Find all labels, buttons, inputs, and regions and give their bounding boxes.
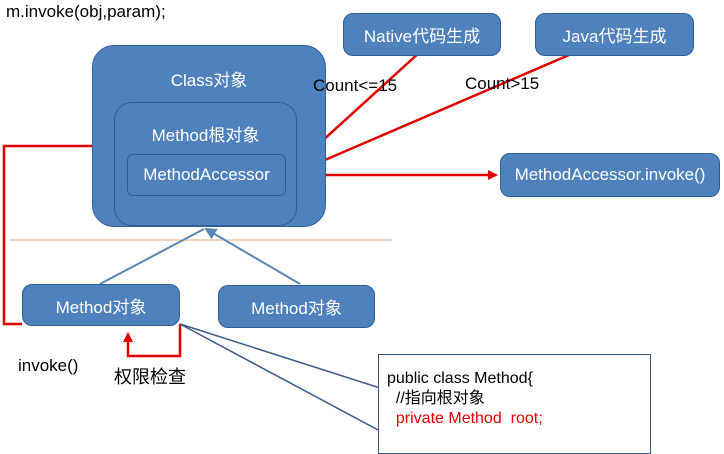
method1-to-root-line <box>99 228 205 285</box>
method-accessor-box: MethodAccessor <box>127 154 286 196</box>
invoke-call-text: m.invoke(obj,param); <box>6 2 166 21</box>
method-object-label-2: Method对象 <box>251 299 342 318</box>
accessor-invoke-label: MethodAccessor.invoke() <box>514 165 706 184</box>
native-codegen-label: Native代码生成 <box>363 27 481 46</box>
java-codegen-label: Java代码生成 <box>562 27 667 46</box>
native-codegen-box: Native代码生成 <box>343 13 501 56</box>
method-class-code-box: public class Method{ //指向根对象 private Met… <box>378 354 651 454</box>
permission-check-arrow <box>123 324 182 358</box>
method-root-label: Method根对象 <box>151 126 260 145</box>
callout-line-upper <box>179 323 381 389</box>
code-line-1: public class Method{ <box>387 370 533 387</box>
java-codegen-box: Java代码生成 <box>535 13 694 56</box>
invoke-path-arrow <box>2 141 124 326</box>
method-object-box-1: Method对象 <box>22 284 180 326</box>
permission-check-label: 权限检查 <box>114 367 186 387</box>
count-gt-label: Count>15 <box>465 74 540 93</box>
method-accessor-label: MethodAccessor <box>143 165 270 184</box>
code-line-2: //指向根对象 <box>387 390 485 407</box>
count-le-label: Count<=15 <box>313 76 398 95</box>
method-object-label-1: Method对象 <box>55 297 147 317</box>
invoke-label: invoke() <box>18 356 79 375</box>
class-object-label: Class对象 <box>170 71 248 90</box>
java-to-accessor-arrow <box>288 50 577 177</box>
code-line-3: private Method root; <box>387 410 543 427</box>
method2-to-root-line <box>204 227 301 285</box>
accessor-invoke-box: MethodAccessor.invoke() <box>500 153 720 197</box>
method-object-box-2: Method对象 <box>218 285 375 328</box>
callout-line-lower <box>179 323 381 431</box>
